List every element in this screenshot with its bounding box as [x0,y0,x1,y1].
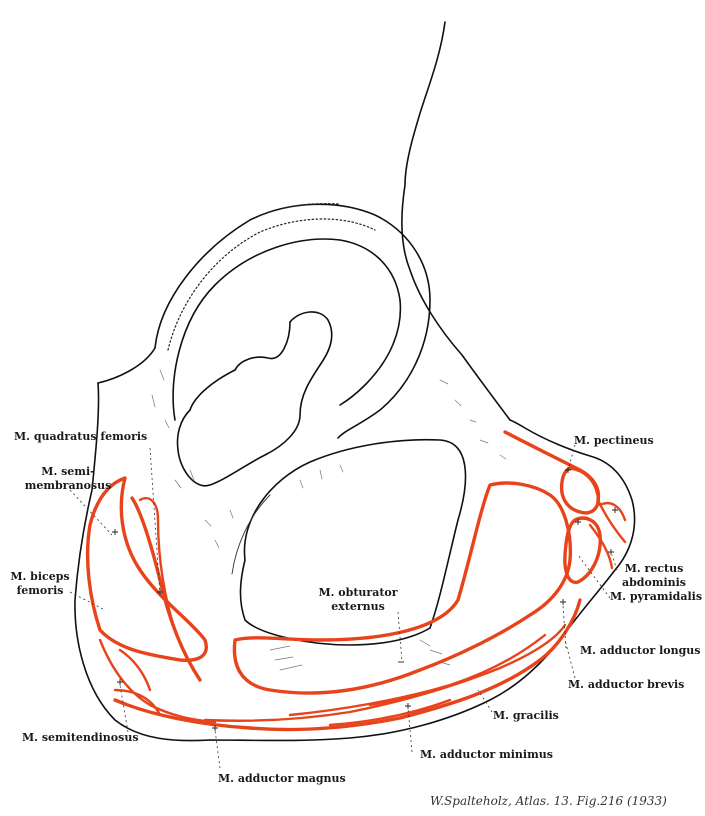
figure-caption: W.Spalteholz, Atlas. 13. Fig.216 (1933) [430,794,667,808]
label-gracilis: M. gracilis [493,709,559,722]
lunate-inner [189,369,236,411]
label-rectus-abdominis: M. rectus abdominis [620,562,688,590]
adductor-brevis-attachment [588,523,614,570]
label-semimembranosus-line1: M. semi- [41,465,95,478]
label-semimembranosus: M. semi- membranosus [22,465,114,493]
ischium-upper-outline [97,347,156,384]
ilium-outline [401,21,511,421]
acetabulum-rim-dots [167,218,376,351]
ischium-outline [74,382,636,742]
quadratus-attachment [138,497,177,632]
biceps-lower-band [113,648,162,717]
adductor-magnus-attachment [113,598,582,732]
rectus-abdominis-attachment [596,498,627,544]
label-biceps-femoris: M. biceps femoris [10,570,70,598]
label-obturator-externus-line1: M. obturator [318,586,398,599]
label-rectus-abdominis-line2: abdominis [621,576,687,589]
label-biceps-femoris-line1: M. biceps [10,570,70,583]
biceps-attachment [85,476,208,663]
label-pectineus: M. pectineus [574,434,654,447]
label-rectus-abdominis-line1: M. rectus [624,562,684,575]
acetabulum-rim [154,203,431,439]
label-quadratus-femoris: M. quadratus femoris [14,430,148,443]
label-biceps-femoris-line2: femoris [16,584,64,597]
label-pyramidalis: M. pyramidalis [610,590,703,603]
label-adductor-magnus: M. adductor magnus [218,772,346,785]
label-semimembranosus-line2: membranosus [24,479,112,492]
label-adductor-minimus: M. adductor minimus [420,748,553,761]
pyramidalis-attachment [563,516,602,585]
label-adductor-brevis: M. adductor brevis [568,678,685,691]
adductor-longus-attachment [559,466,600,515]
bone-texture [151,369,507,671]
label-obturator-externus-line2: externus [331,600,385,613]
adductor-magnus-inner [203,623,567,722]
obturator-foramen [239,438,467,646]
muscle-attachments [85,430,627,732]
semitendinosus-attachment [98,638,217,724]
acetabular-notch [234,321,291,371]
leader-lines [69,444,618,769]
adductor-minimus-attachment [288,633,547,717]
label-semitendinosus: M. semitendinosus [22,731,139,744]
obturator-groove [231,494,271,575]
gracilis-attachment [328,670,487,727]
acetabulum-top-dots [284,203,341,209]
attachment-marks [112,467,618,731]
label-adductor-longus: M. adductor longus [580,644,701,657]
semimembranosus-attachment [130,496,202,682]
acetabular-fossa [176,311,333,487]
lunate-surface [172,238,402,421]
label-obturator-externus: M. obturator externus [308,586,408,614]
obturator-externus-attachment [232,481,573,695]
